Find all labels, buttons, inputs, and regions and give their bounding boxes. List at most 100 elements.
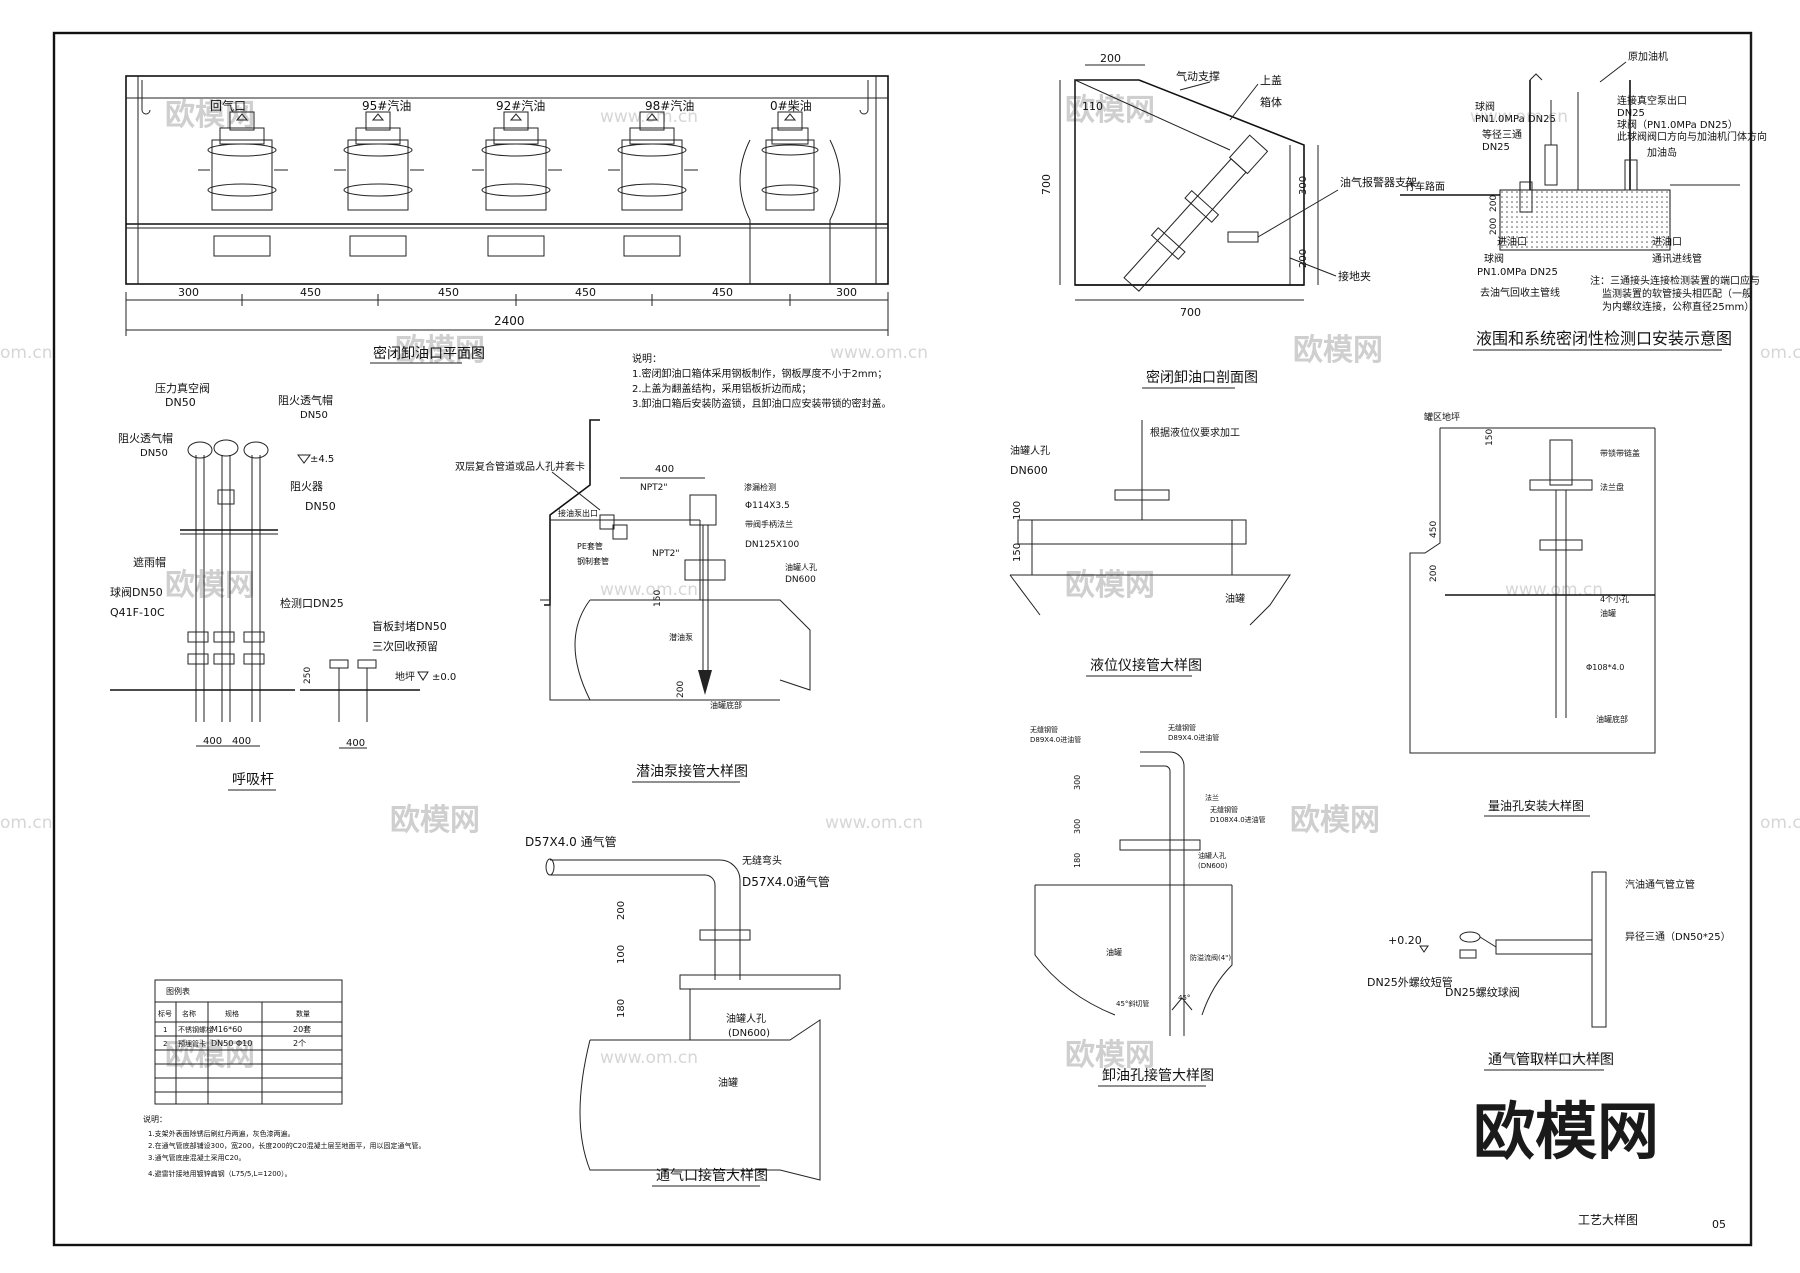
watermark-url: om.cn <box>0 813 53 833</box>
watermark-url: om.cn <box>0 343 53 363</box>
pump-label: 带阀手柄法兰 <box>745 519 793 529</box>
unload-dim: 300 <box>1073 775 1082 790</box>
plan-title: 密闭卸油口平面图 <box>373 345 485 362</box>
section-dim-bottom: 700 <box>1180 306 1201 319</box>
gauge-label: 带锁带链盖 <box>1600 448 1640 458</box>
vent-label: 油罐人孔 <box>726 1012 766 1025</box>
unload-label: (DN600) <box>1198 862 1228 870</box>
plan-dim: 300 <box>178 286 199 299</box>
gauge-label: Φ108*4.0 <box>1586 663 1624 672</box>
legend-caption: 图例表 <box>166 986 190 996</box>
plan-dim: 300 <box>836 286 857 299</box>
gauge-title: 量油孔安装大样图 <box>1488 798 1584 813</box>
section-dim-right1: 300 <box>1298 176 1309 195</box>
legend-header: 数量 <box>296 1009 310 1018</box>
pump-title: 潜油泵接管大样图 <box>636 763 748 780</box>
monitor-label: DN25 <box>1617 108 1645 119</box>
unload-label: 45°斜切管 <box>1116 999 1149 1008</box>
legend-cell: DN50 Φ10 <box>211 1039 252 1048</box>
plan-label-return: 回气口 <box>210 98 246 113</box>
legend-note: 说明： <box>143 1114 167 1124</box>
monitor-label: 进油口 <box>1497 235 1527 248</box>
gauge-dim: 200 <box>1429 565 1439 582</box>
legend-cell: M16*60 <box>211 1025 242 1034</box>
monitor-view: 原加油机 连接真空泵出口 DN25 球阀 PN1.0MPa DN25 等径三通 … <box>1400 50 1767 351</box>
sample-label: DN25外螺纹短管 <box>1367 975 1453 989</box>
watermark-text: 欧模网 <box>1065 1038 1155 1073</box>
monitor-label: 此球阀阀口方向与加油机门体方向 <box>1617 130 1767 143</box>
monitor-label: 球阀 <box>1475 100 1495 113</box>
pump-note: 1.密闭卸油口箱体采用钢板制作，钢板厚度不小于2mm； <box>632 367 887 380</box>
breather-label: DN50 <box>305 500 336 513</box>
pump-label: 潜油泵 <box>669 632 693 642</box>
section-dim-left: 110 <box>1082 100 1103 113</box>
vent-dim: 100 <box>616 945 627 964</box>
pump-dim: 200 <box>676 681 686 698</box>
watermark-url: www.om.cn <box>600 1048 698 1068</box>
level-title: 液位仪接管大样图 <box>1090 657 1202 674</box>
section-title: 密闭卸油口剖面图 <box>1146 369 1258 386</box>
pump-dim: 150 <box>653 590 663 607</box>
legend-cell: 2 <box>163 1040 167 1048</box>
breather-label: ±0.0 <box>432 672 456 683</box>
unload-label: 防溢流阀(4") <box>1190 953 1231 962</box>
watermark-url: www.om.cn <box>830 343 928 363</box>
watermark-text: 欧模网 <box>165 98 255 133</box>
plan-dim-total: 2400 <box>494 314 525 328</box>
pump-label: DN600 <box>785 575 816 585</box>
plan-dim: 450 <box>300 286 321 299</box>
vent-label: 油罐 <box>718 1076 738 1089</box>
monitor-label: DN25 <box>1482 142 1510 153</box>
level-label: 油罐 <box>1225 592 1245 605</box>
pump-label: Φ114X3.5 <box>745 501 790 511</box>
section-label-lid: 上盖 <box>1260 73 1282 87</box>
legend-header: 名称 <box>182 1009 196 1018</box>
section-view: 200 110 700 700 300 200 气动支撑 上盖 箱体 油气报警器… <box>1040 52 1417 389</box>
gauge-label: 油罐 <box>1600 608 1616 618</box>
gauge-dim: 150 <box>1485 429 1495 446</box>
section-label-ground: 接地夹 <box>1338 270 1371 283</box>
breather-label: 球阀DN50 <box>110 585 163 599</box>
watermark-url: www.om.cn <box>1510 1048 1608 1068</box>
unload-dim: 300 <box>1073 819 1082 834</box>
breather-dim: 250 <box>303 667 313 684</box>
unload-dim: 180 <box>1073 853 1082 868</box>
monitor-label: PN1.0MPa DN25 <box>1477 267 1558 278</box>
pump-note: 3.卸油口箱后安装防盗锁，且卸油口应安装带锁的密封盖。 <box>632 397 892 410</box>
level-view: 油罐人孔 DN600 根据液位仪要求加工 100 150 油罐 液位仪接管大样图 <box>1009 420 1291 677</box>
monitor-note: 监测装置的软管接头相匹配（一般 <box>1602 287 1752 300</box>
plan-dim: 450 <box>438 286 459 299</box>
section-dim-height: 700 <box>1040 174 1053 195</box>
breather-label: 三次回收预留 <box>372 639 438 653</box>
unload-label: 油罐 <box>1106 947 1122 957</box>
pump-label: NPT2" <box>652 549 680 559</box>
breather-label: 阻火器 <box>290 480 323 493</box>
section-label-support: 气动支撑 <box>1176 69 1220 83</box>
watermark-url: om.cn <box>1760 343 1800 363</box>
sample-label: +0.20 <box>1388 934 1422 947</box>
breather-label: 地坪 <box>395 670 415 683</box>
unload-label: D89X4.0进油管 <box>1168 733 1219 742</box>
legend-note: 4.避雷针接地用镀锌扁钢（L75/5,L=1200）。 <box>148 1169 292 1178</box>
plan-view: 回气口 95#汽油 92#汽油 98#汽油 0#柴油 300 450 450 4… <box>125 75 889 364</box>
watermark-url: om.cn <box>1760 813 1800 833</box>
monitor-note: 注：三通接头连接检测装置的端口应与 <box>1590 274 1760 287</box>
unload-label: 法兰 <box>1205 793 1219 802</box>
gauge-label: 法兰盘 <box>1600 482 1624 492</box>
monitor-label: 连接真空泵出口 <box>1617 94 1687 107</box>
unload-view: 无缝钢管 D89X4.0进油管 无缝钢管 D89X4.0进油管 法兰 无缝钢管 … <box>1030 723 1266 1087</box>
breather-label: DN50 <box>140 448 168 459</box>
gauge-label: 4个小孔 <box>1600 595 1629 604</box>
breather-label: Q41F-10C <box>110 606 165 619</box>
vent-label: 无缝弯头 <box>742 854 782 867</box>
gauge-label: 油罐底部 <box>1596 714 1628 724</box>
watermark-url: www.om.cn <box>600 580 698 600</box>
plan-dim: 450 <box>712 286 733 299</box>
gauge-dim: 450 <box>1429 521 1439 538</box>
vent-view: D57X4.0 通气管 无缝弯头 D57X4.0通气管 200 100 180 … <box>525 834 841 1187</box>
pump-note: 说明： <box>632 352 662 365</box>
level-dim: 150 <box>1012 543 1023 562</box>
level-dim: 100 <box>1012 501 1023 520</box>
section-dim-top: 200 <box>1100 52 1121 65</box>
